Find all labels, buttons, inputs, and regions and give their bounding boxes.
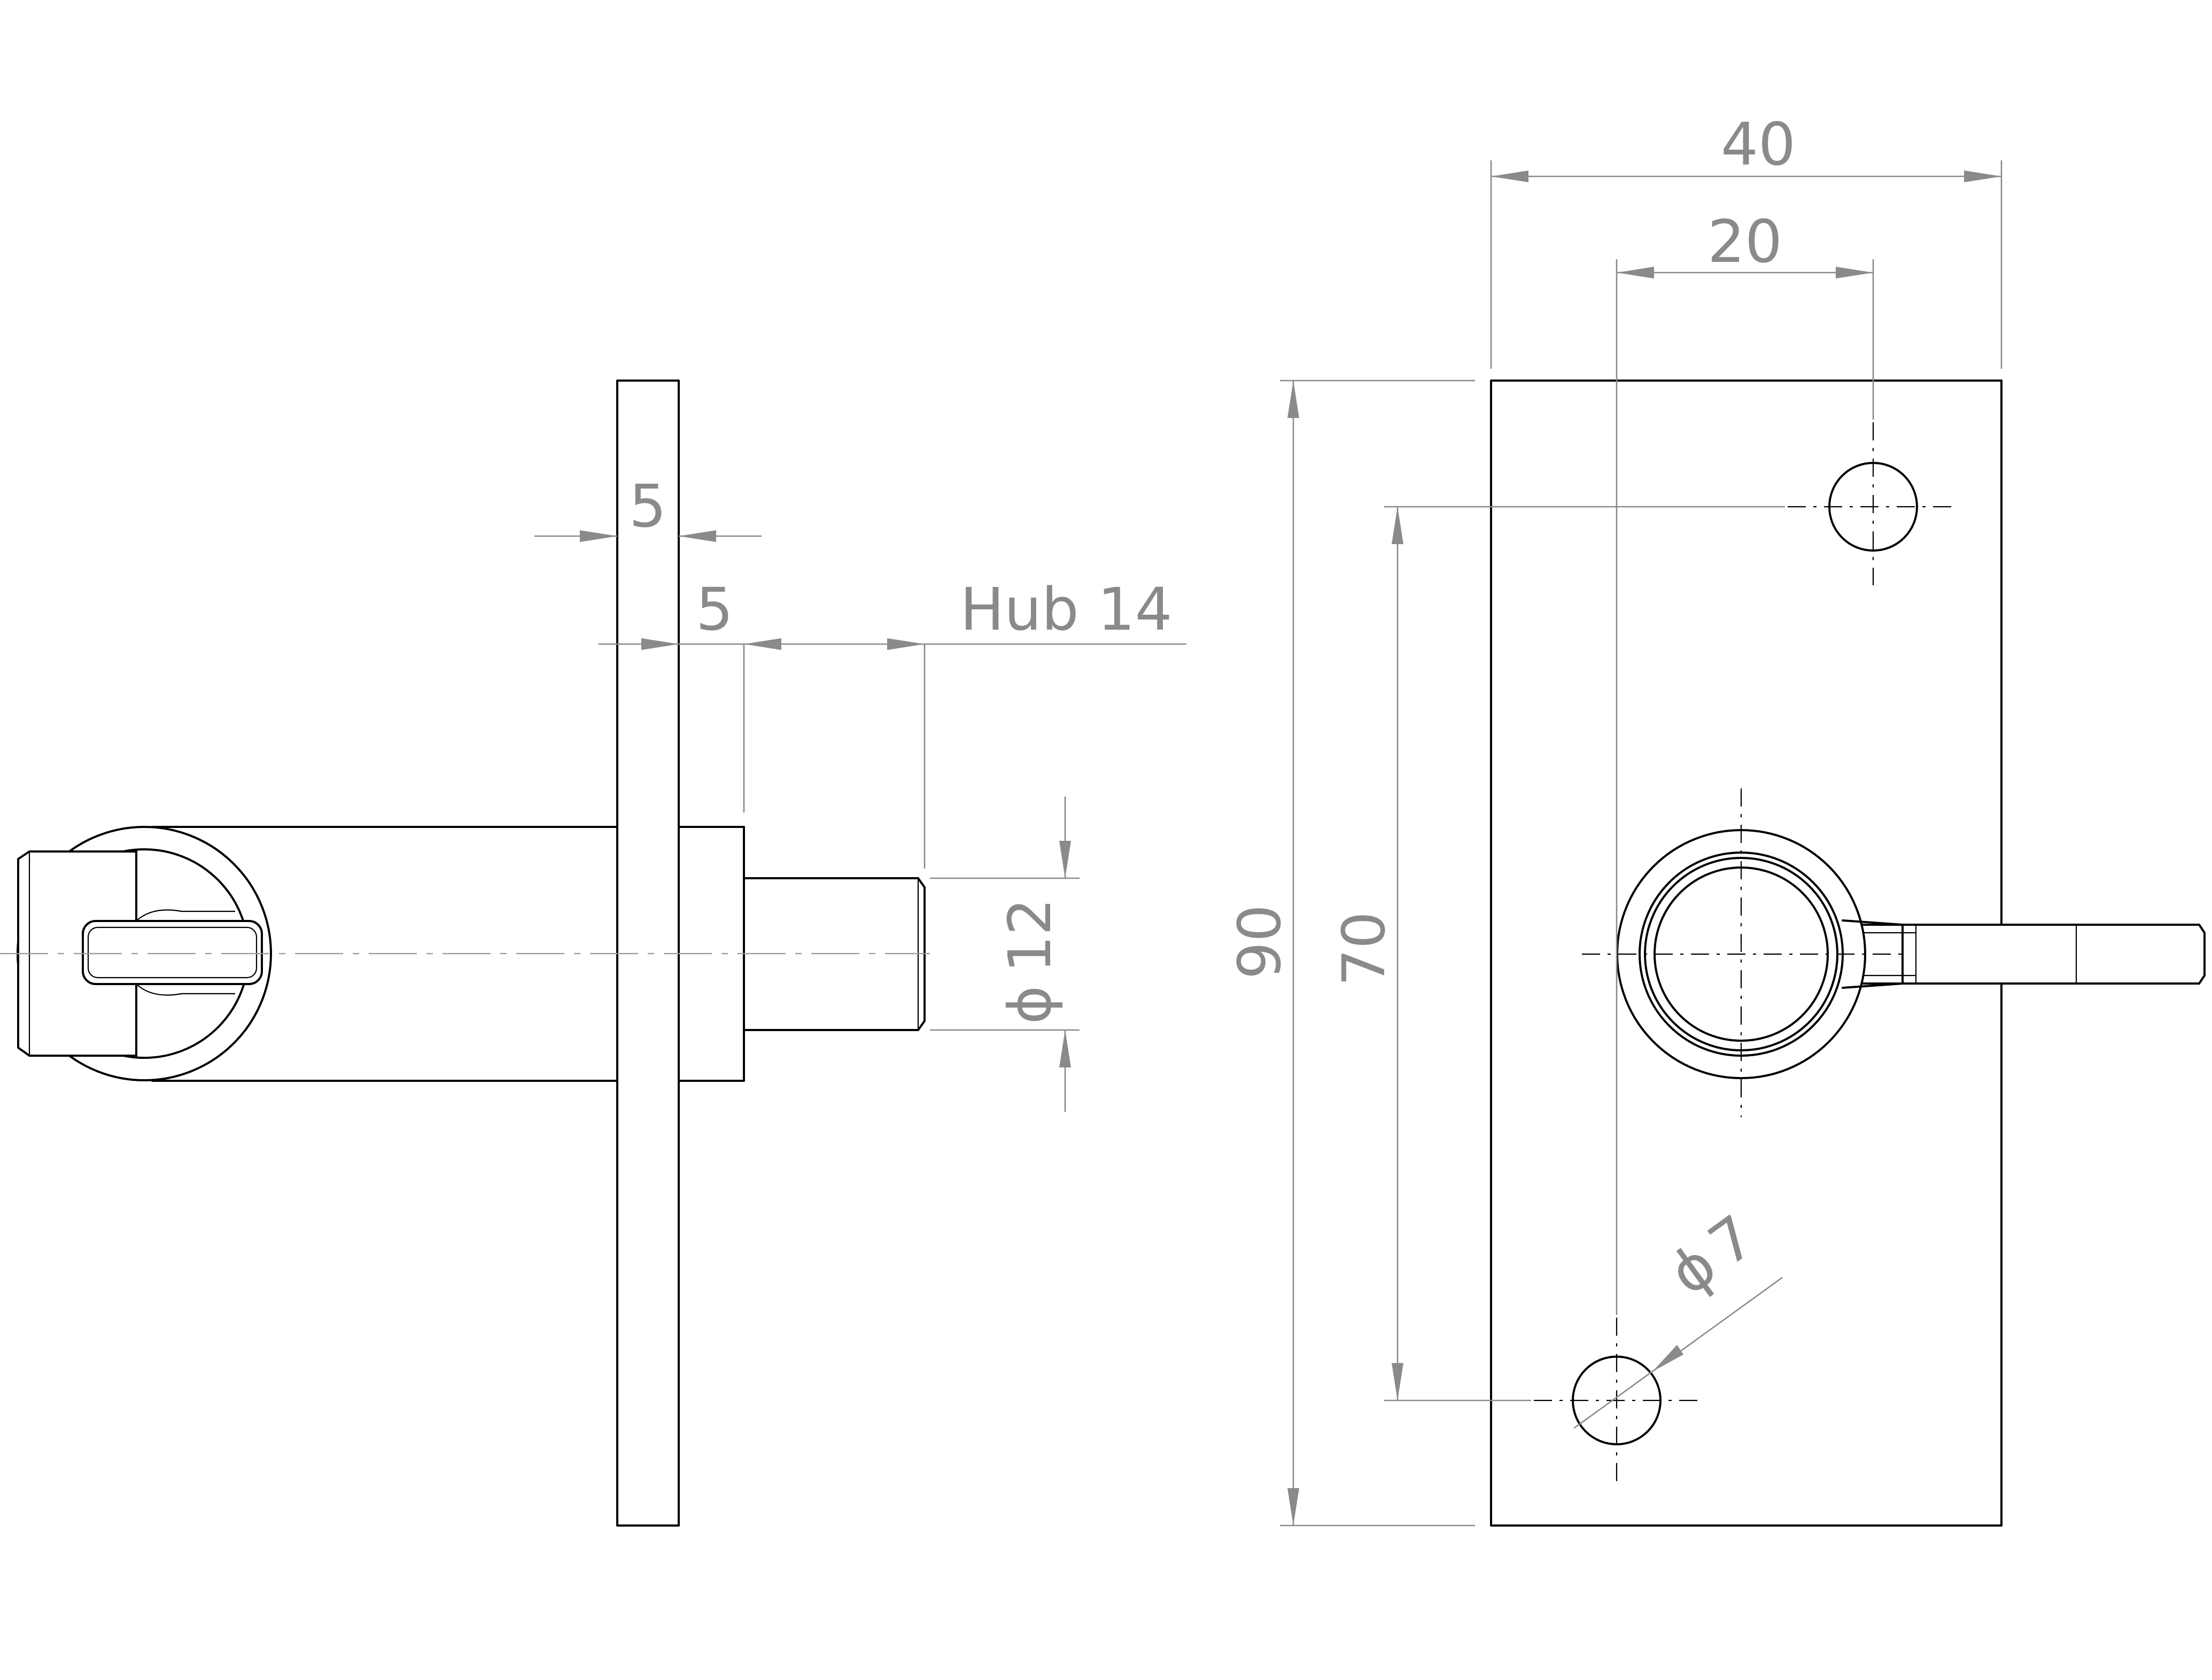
label-collar-length: 5 <box>696 575 733 644</box>
label-hole-spacing-y: 70 <box>1330 911 1398 986</box>
dim-plate-thickness: 5 <box>534 472 762 542</box>
housing-body <box>151 826 618 1082</box>
label-pin-diameter: 12 <box>996 898 1064 973</box>
handle-ring-cut <box>136 909 235 996</box>
dim-hole-spacing-x: 20 <box>1616 207 1874 1315</box>
hole-top-centermark <box>1788 422 1959 585</box>
dim-collar-and-stroke: 5 Hub 14 <box>599 575 1186 869</box>
label-overall-height: 90 <box>1225 904 1294 979</box>
label-hole-spacing-x: 20 <box>1707 207 1782 276</box>
dim-overall-height: 90 <box>1225 380 1475 1527</box>
handle-bar <box>82 920 263 985</box>
hole-bottom-centermark <box>1534 1318 1699 1483</box>
dim-overall-width: 40 <box>1490 110 2003 369</box>
label-stroke: Hub 14 <box>960 575 1172 644</box>
handle-bar-inner <box>87 926 258 979</box>
side-view: 5 5 Hub 14 ϕ 12 <box>0 380 1186 1527</box>
label-overall-width: 40 <box>1721 110 1796 179</box>
label-pin-diameter-symbol: ϕ <box>996 986 1064 1025</box>
dim-hole-spacing-y: 70 <box>1330 506 1785 1402</box>
dim-hole-diameter: ϕ 7 <box>1573 1202 1783 1429</box>
lever-joint <box>1842 919 1904 989</box>
housing-centermark <box>1582 788 1903 1117</box>
label-plate-thickness: 5 <box>629 472 666 540</box>
dim-pin-diameter: ϕ 12 <box>930 796 1080 1112</box>
front-view: 40 20 90 <box>1225 110 2206 1527</box>
